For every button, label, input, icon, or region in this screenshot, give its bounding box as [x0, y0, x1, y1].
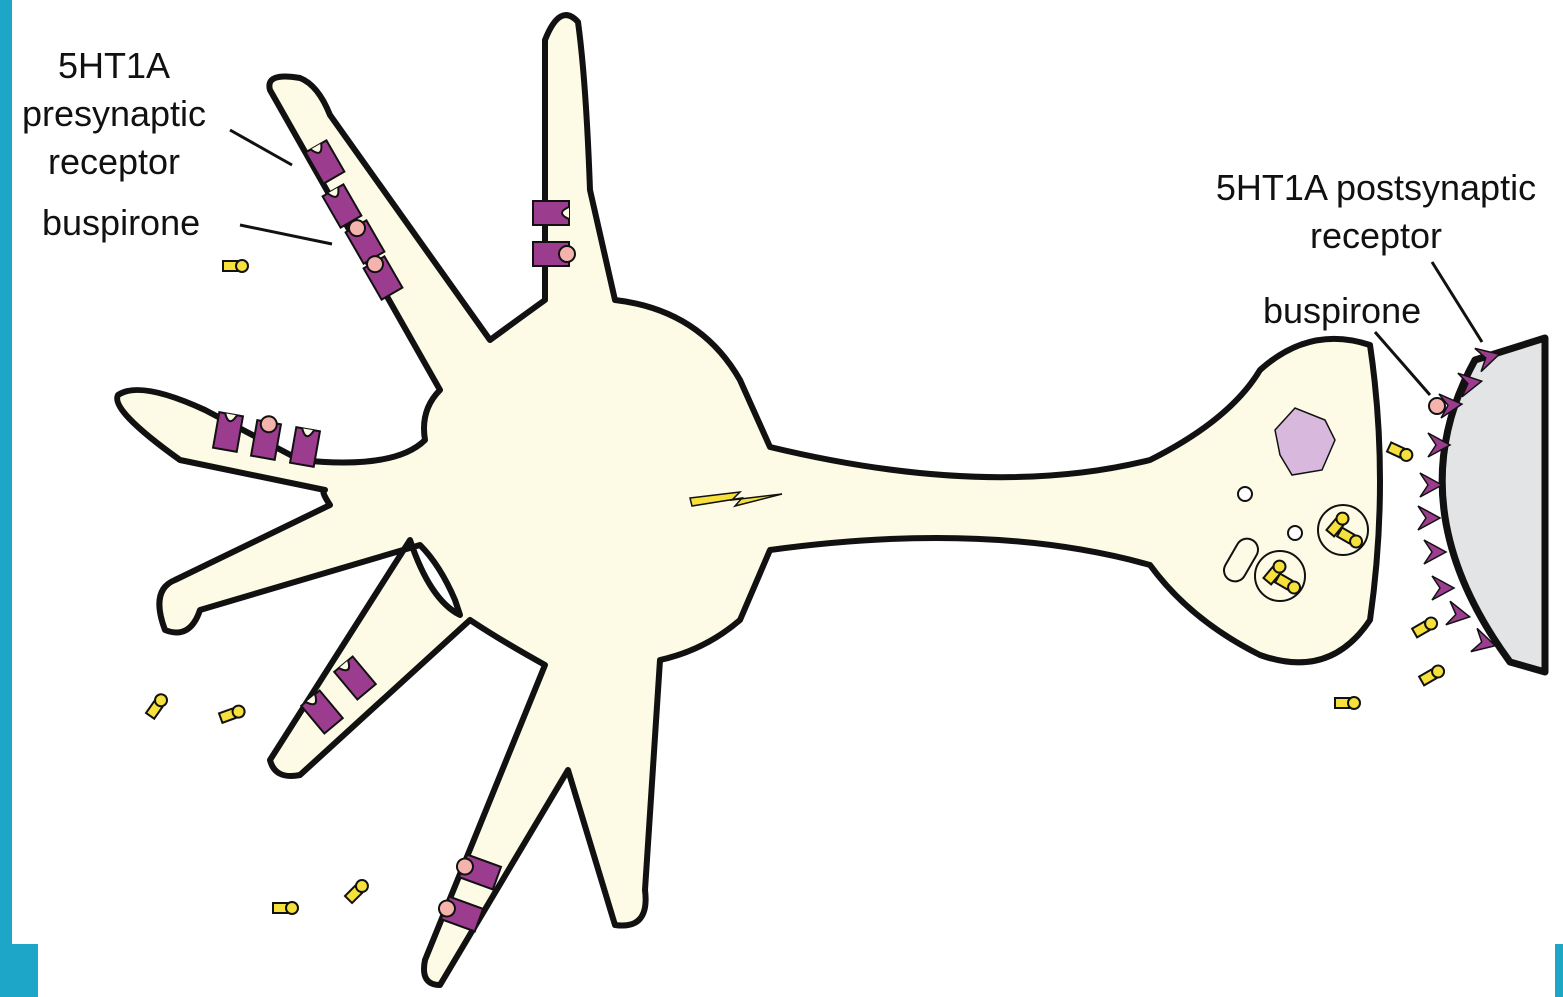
postsynaptic-receptor	[1424, 540, 1446, 564]
postsynaptic-receptor	[1446, 601, 1472, 628]
leader-line	[1432, 262, 1482, 342]
synaptic-vesicle	[1255, 551, 1305, 601]
serotonin-molecule	[1419, 663, 1447, 686]
serotonin-molecule	[1335, 697, 1360, 709]
buspirone-molecule	[1429, 398, 1445, 414]
label-line: 5HT1A	[14, 48, 214, 96]
leader-line	[1375, 332, 1430, 395]
serotonin-molecule	[273, 902, 298, 914]
serotonin-molecule	[1387, 441, 1415, 462]
presynaptic-receptor-label: 5HT1A presynaptic receptor	[14, 48, 214, 180]
leader-line	[240, 225, 332, 244]
leader-line	[230, 130, 292, 165]
postsynaptic-receptor	[1432, 576, 1454, 600]
label-line: presynaptic	[14, 96, 214, 144]
serotonin-molecule	[145, 692, 169, 719]
serotonin-molecule	[223, 260, 248, 272]
postsynaptic-receptor-label: 5HT1A postsynaptic receptor	[1195, 170, 1557, 254]
small-vesicle	[1288, 526, 1302, 540]
label-line: receptor	[14, 144, 214, 180]
synaptic-vesicle	[1318, 505, 1368, 555]
presynaptic-receptor	[290, 427, 320, 467]
postsynaptic-receptor	[1418, 506, 1440, 530]
serotonin-molecule	[344, 878, 370, 904]
presynaptic-receptor	[213, 412, 243, 452]
label-line: receptor	[1195, 218, 1557, 254]
presynaptic-receptor-bound	[533, 242, 575, 266]
presynaptic-drug-label: buspirone	[42, 205, 200, 241]
presynaptic-receptor	[533, 201, 569, 225]
small-vesicle	[1238, 487, 1252, 501]
serotonin-molecule	[219, 704, 247, 724]
serotonin-molecule	[1412, 615, 1440, 638]
postsynaptic-drug-label: buspirone	[1263, 293, 1421, 329]
label-line: 5HT1A postsynaptic	[1195, 170, 1557, 218]
postsynaptic-membrane	[1442, 338, 1545, 672]
